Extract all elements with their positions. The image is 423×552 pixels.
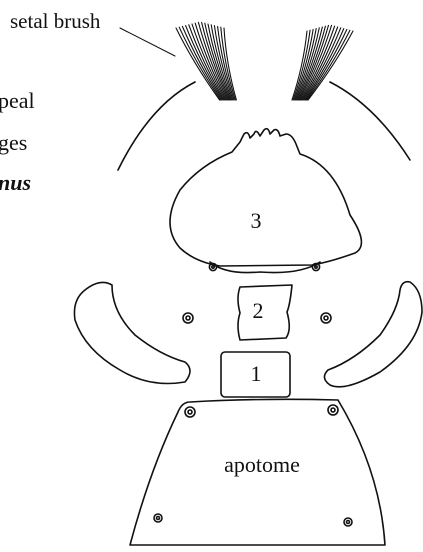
apotome-pore-top-right xyxy=(328,405,338,415)
sclerite-3-outline xyxy=(170,129,361,266)
apotome-pore-bottom-right xyxy=(344,518,352,526)
setal-brush-right xyxy=(292,25,353,100)
apotome-pore-bottom-left-inner xyxy=(157,517,160,520)
sclerite-2-outline xyxy=(238,285,292,340)
sclerite-3-pore-right-inner xyxy=(315,266,317,268)
sclerite-3-label: 3 xyxy=(251,208,262,233)
apotome-label: apotome xyxy=(224,452,300,477)
caption-line-1: peal xyxy=(0,88,35,113)
side-pore-right-inner xyxy=(324,316,328,320)
lateral-arm-right xyxy=(324,282,422,387)
setal-brush-label: setal brush xyxy=(10,9,101,33)
setal-brush-leader xyxy=(120,28,175,56)
apotome-pore-bottom-right-inner xyxy=(347,521,350,524)
sclerite-2-label: 2 xyxy=(253,298,264,323)
side-pore-left xyxy=(183,313,193,323)
side-pore-right xyxy=(321,313,331,323)
caption-line-3: nus xyxy=(0,170,31,195)
caption-line-2: ges xyxy=(0,130,27,155)
lateral-arm-left xyxy=(74,282,190,383)
side-pore-left-inner xyxy=(186,316,190,320)
apotome-pore-bottom-left xyxy=(154,514,162,522)
head-outline-right xyxy=(330,82,410,160)
apotome-pore-top-right-inner xyxy=(331,408,335,412)
sclerite-3-base-band xyxy=(210,262,320,273)
sclerite-1-label: 1 xyxy=(251,361,262,386)
apotome-pore-top-left xyxy=(185,407,195,417)
sclerite-3-pore-left-inner xyxy=(212,266,214,268)
apotome-pore-top-left-inner xyxy=(188,410,192,414)
head-outline-left xyxy=(118,82,195,170)
